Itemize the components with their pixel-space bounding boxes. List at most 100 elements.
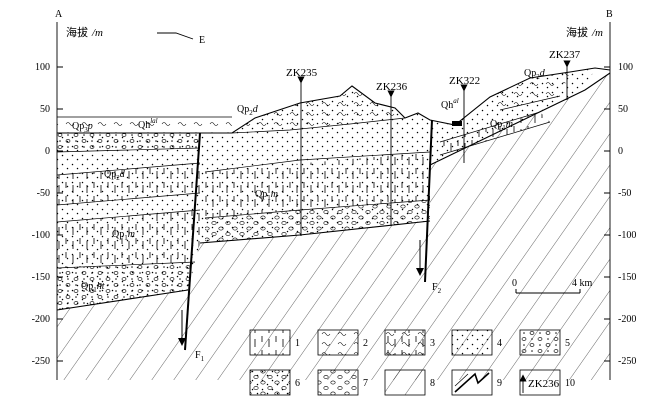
well-label: ZK322	[449, 75, 480, 87]
stratum-label: Qp1ht	[81, 281, 105, 294]
stratum-label: Qp2d	[237, 104, 259, 117]
right-axis-unit: /m	[591, 27, 603, 39]
fault-label-f2: F2	[432, 282, 442, 295]
legend-number: 10	[565, 378, 575, 389]
fault-label-base: F	[195, 350, 201, 361]
legend-number: 4	[497, 338, 502, 349]
legend-number: 7	[363, 378, 368, 389]
left-tick-label: -200	[32, 314, 50, 325]
left-axis-unit: /m	[91, 27, 103, 39]
borehole-zk235: ZK235	[286, 67, 318, 236]
stratum-label-base: Qp	[490, 119, 502, 130]
stratum-label: Qp2d	[524, 68, 546, 81]
right-axis-title: 海拔 /m	[566, 25, 603, 39]
topographic-surface	[56, 67, 611, 311]
stratum-label: Qp1m	[255, 189, 278, 202]
borehole-zk322: ZK322	[449, 75, 480, 163]
stratum-label-tail: m	[128, 229, 135, 240]
stratum-label-sub: 2	[536, 73, 540, 81]
stratum-label-tail: p	[87, 121, 93, 132]
stratum-label-tail: m	[506, 119, 513, 130]
stratum-label-base: Qp	[112, 229, 124, 240]
stratum-labels: Qp3p Qhlal Qp2d Qp2d Qp1m Qp1m Qp1ht Qha…	[72, 68, 546, 294]
right-tick-label: -150	[618, 272, 636, 283]
fault-label-f1: F1	[195, 350, 205, 363]
legend-item: 7	[317, 369, 368, 396]
left-tick-label: -250	[32, 356, 50, 367]
stratum-label-tail: d	[540, 68, 546, 79]
fault-label-base: F	[432, 282, 438, 293]
legend-number: 8	[430, 378, 435, 389]
scale-bar: 0 4 km	[512, 278, 593, 294]
left-axis-title: 海拔 /m	[66, 25, 103, 39]
direction-label: E	[199, 35, 205, 46]
legend-number: 1	[295, 338, 300, 349]
left-tick-label: -150	[32, 272, 50, 283]
stratum-label-base: Qp	[524, 68, 536, 79]
left-axis-title-text: 海拔	[66, 25, 88, 39]
legend-item: 9	[451, 369, 502, 396]
right-tick-label: -200	[618, 314, 636, 325]
stratum-boundaries	[56, 95, 561, 269]
stratum-label-sub: 2	[249, 109, 253, 117]
stratum-label-tail: d	[253, 104, 259, 115]
legend-number: 9	[497, 378, 502, 389]
left-tick-label: 0	[45, 146, 50, 157]
well-label: ZK235	[286, 67, 318, 79]
legend-item: 8	[384, 369, 435, 396]
stratum-label-base: Qp	[81, 281, 93, 292]
section-end-b: B	[606, 9, 613, 20]
section-end-a: A	[55, 9, 63, 20]
fault-labels: F1 F2	[195, 282, 442, 363]
right-tick-label: -50	[618, 188, 631, 199]
legend-item: 5	[519, 329, 570, 356]
stratum-label-tail: d	[120, 169, 126, 180]
borehole-zk236: ZK236	[376, 81, 408, 226]
legend-number: 2	[363, 338, 368, 349]
borehole-zk237: ZK237	[549, 49, 581, 100]
well-label: ZK237	[549, 49, 581, 61]
fault-label-sub: 2	[438, 287, 442, 295]
right-tick-label: 100	[618, 62, 633, 73]
stratum-label-base: Qp	[255, 189, 267, 200]
stratum-label-base: Qh	[138, 120, 150, 131]
legend-item: 2	[317, 329, 368, 356]
stratum-label-base: Qp	[237, 104, 249, 115]
scale-bar-start: 0	[512, 278, 517, 289]
middle-block-strata	[200, 86, 430, 243]
legend: 1 2 3 4 5 6 7 8	[249, 329, 575, 396]
stratum-label-base: Qp	[104, 169, 116, 180]
right-tick-labels: 100 50 0 -50 -100 -150 -200 -250	[618, 62, 636, 367]
qh-al-marker	[452, 121, 462, 126]
stratum-label-sub: 3	[84, 126, 88, 134]
legend-number: 5	[565, 338, 570, 349]
right-tick-label: 50	[618, 104, 628, 115]
fault-f1	[178, 132, 201, 351]
stratum-label-tail: m	[271, 189, 278, 200]
left-tick-label: -50	[37, 188, 50, 199]
stratum-label-sup: lal	[150, 117, 157, 125]
right-axis-title-text: 海拔	[566, 25, 588, 39]
stratum-label-sub: 1	[124, 234, 128, 242]
legend-item: 4	[451, 329, 502, 356]
left-tick-label: -100	[32, 230, 50, 241]
fault-label-sub: 1	[201, 355, 205, 363]
left-tick-label: 100	[35, 62, 50, 73]
fault-f2	[416, 119, 433, 283]
legend-item: 1	[249, 329, 300, 356]
left-tick-labels: 100 50 0 -50 -100 -150 -200 -250	[32, 62, 50, 367]
stratum-label-tail: ht	[97, 281, 105, 292]
stratum-label-base: Qp	[72, 121, 84, 132]
stratum-label: Qhal	[441, 97, 459, 111]
right-tick-label: 0	[618, 146, 623, 157]
left-tick-label: 50	[40, 104, 50, 115]
stratum-label: Qp3p	[72, 121, 93, 134]
legend-item: ZK236 10	[519, 369, 575, 396]
stratum-label-sub: 2	[116, 174, 120, 182]
right-tick-label: -250	[618, 356, 636, 367]
left-block-strata	[57, 133, 200, 310]
direction-indicator: E	[157, 32, 205, 46]
scale-bar-end: 4 km	[572, 278, 593, 289]
bedrock	[57, 73, 610, 380]
